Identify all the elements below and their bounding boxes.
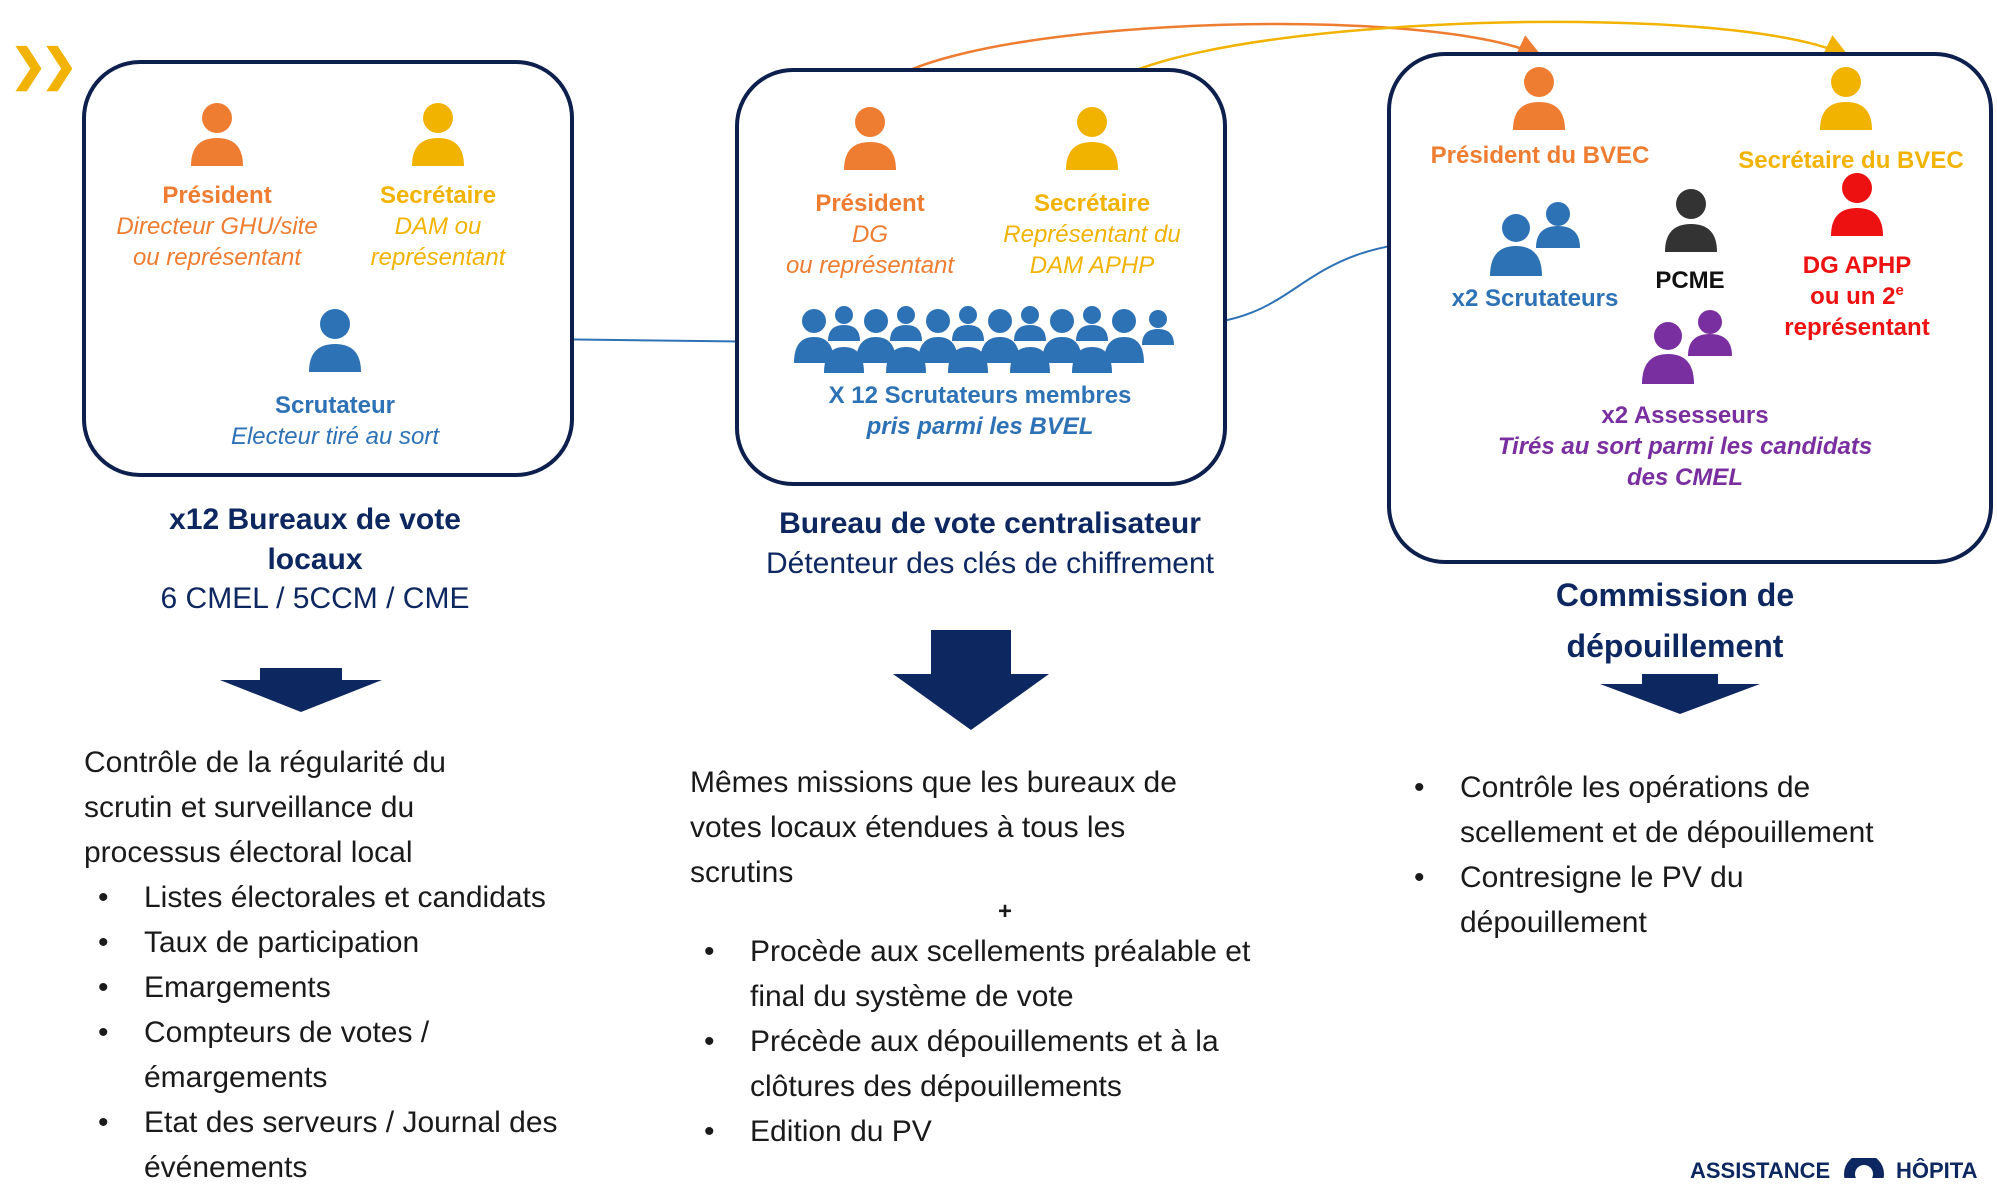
local-secretary-label: Secrétaire DAM ou représentant bbox=[338, 180, 538, 274]
logo-emblem-icon bbox=[1844, 1158, 1884, 1178]
central-president-title: Président bbox=[815, 190, 925, 217]
central-bureau-caption: Bureau de vote centralisateur Détenteur … bbox=[680, 504, 1300, 583]
central-mission-intro-3: scrutins bbox=[690, 856, 794, 889]
commission-caption-line2: dépouillement bbox=[1566, 628, 1784, 665]
central-scrutineers-label: X 12 Scrutateurs membres pris parmi les … bbox=[770, 380, 1190, 442]
central-president-line2: ou représentant bbox=[785, 252, 955, 280]
list-item: Taux de participation bbox=[84, 920, 644, 965]
central-secretary-line1: Représentant du bbox=[1003, 221, 1181, 249]
local-scrutineer-line1: Electeur tiré au sort bbox=[230, 423, 440, 451]
list-item: Précède aux dépouillements et à la clôtu… bbox=[690, 1019, 1320, 1109]
commission-scrutineers-label: x2 Scrutateurs bbox=[1451, 285, 1619, 312]
logo-text-left: ASSISTANCE bbox=[1690, 1158, 1831, 1178]
chevron-icon: ❯❯ bbox=[10, 41, 78, 90]
list-item: Edition du PV bbox=[690, 1109, 1310, 1154]
logo-text-right: HÔPITA bbox=[1896, 1158, 1978, 1178]
local-president-line2: ou représentant bbox=[132, 244, 302, 272]
secretary-person-icon bbox=[412, 103, 464, 166]
central-president-label: Président DG ou représentant bbox=[750, 188, 990, 282]
local-secretary-line1: DAM ou bbox=[394, 213, 482, 241]
commission-secretary-label: Secrétaire du BVEC bbox=[1738, 147, 1964, 174]
scrutineer-person-icon bbox=[309, 309, 361, 372]
central-down-arrow-icon bbox=[893, 630, 1049, 730]
dg-aphp-label: DG APHP ou un 2e représentant bbox=[1767, 250, 1947, 344]
commission-caption: Commission de dépouillement bbox=[1450, 570, 1900, 672]
aphp-logo: ASSISTANCE HÔPITA bbox=[1690, 1158, 1997, 1178]
list-item: Listes électorales et candidats bbox=[84, 875, 644, 920]
central-secretary-person-icon bbox=[1066, 107, 1118, 170]
commission-down-arrow-icon bbox=[1600, 674, 1760, 714]
local-down-arrow-icon bbox=[220, 668, 382, 712]
local-president-title: Président bbox=[162, 182, 272, 209]
dg-aphp-line2: ou un 2e bbox=[1767, 281, 1947, 312]
commission-secretary-person-icon bbox=[1820, 67, 1872, 130]
local-mission-intro-2: scrutin et surveillance du bbox=[84, 791, 415, 824]
central-secretary-title: Secrétaire bbox=[1033, 190, 1151, 217]
local-scrutineer-label: Scrutateur Electeur tiré au sort bbox=[195, 390, 475, 452]
central-mission-list: Procède aux scellements préalable et fin… bbox=[690, 929, 1310, 1154]
commission-mission-text: Contrôle les opérations de scellement et… bbox=[1400, 765, 1970, 945]
dg-aphp-line3: représentant bbox=[1784, 314, 1930, 342]
commission-mission-list: Contrôle les opérations de scellement et… bbox=[1400, 765, 1970, 945]
commission-president-person-icon bbox=[1513, 67, 1565, 130]
scrutineers-group-icon bbox=[794, 306, 1174, 373]
list-item: Contrôle les opérations de scellement et… bbox=[1400, 765, 1960, 855]
assessors-title: x2 Assesseurs bbox=[1601, 402, 1769, 429]
central-bureau-box bbox=[735, 68, 1227, 486]
central-scrutineers-line2: pris parmi les BVEL bbox=[866, 413, 1094, 441]
pcme-person-icon bbox=[1665, 189, 1717, 252]
commission-president-label: Président du BVEC bbox=[1430, 142, 1650, 169]
commission-scrutineers-icon bbox=[1490, 202, 1580, 276]
local-bureaus-caption: x12 Bureaux de vote locaux 6 CMEL / 5CCM… bbox=[80, 500, 550, 619]
central-caption-line2: Détenteur des clés de chiffrement bbox=[765, 546, 1215, 580]
dg-aphp-line2-text: ou un 2 bbox=[1810, 283, 1896, 311]
local-caption-line2: locaux bbox=[267, 542, 363, 576]
central-mission-intro-1: Mêmes missions que les bureaux de bbox=[690, 766, 1177, 799]
central-caption-line1: Bureau de vote centralisateur bbox=[779, 507, 1201, 540]
local-president-line1: Directeur GHU/site bbox=[116, 213, 318, 241]
local-caption-line1: x12 Bureaux de vote bbox=[169, 503, 461, 536]
central-mission-intro-2: votes locaux étendues à tous les bbox=[690, 811, 1126, 844]
list-item: Compteurs de votes / émargements bbox=[84, 1010, 524, 1100]
local-caption-line3: 6 CMEL / 5CCM / CME bbox=[160, 582, 470, 616]
local-mission-text: Contrôle de la régularité du scrutin et … bbox=[84, 740, 644, 1190]
commission-caption-line1: Commission de bbox=[1555, 577, 1795, 613]
dg-aphp-line1: DG APHP bbox=[1802, 252, 1912, 279]
central-secretary-label: Secrétaire Représentant du DAM APHP bbox=[982, 188, 1202, 282]
assessors-line1: Tirés au sort parmi les candidats bbox=[1497, 433, 1873, 461]
list-item: Emargements bbox=[84, 965, 644, 1010]
local-secretary-line2: représentant bbox=[370, 244, 506, 272]
list-item: Etat des serveurs / Journal des événemen… bbox=[84, 1100, 624, 1190]
commission-box bbox=[1387, 52, 1993, 564]
local-mission-intro-1: Contrôle de la régularité du bbox=[84, 746, 446, 779]
local-mission-list: Listes électorales et candidats Taux de … bbox=[84, 875, 644, 1190]
dg-aphp-person-icon bbox=[1831, 173, 1883, 236]
central-president-line1: DG bbox=[852, 221, 888, 249]
local-bureaus-box bbox=[82, 60, 574, 477]
list-item: Procède aux scellements préalable et fin… bbox=[690, 929, 1310, 1019]
assessors-line2: des CMEL bbox=[1626, 464, 1743, 492]
central-secretary-line2: DAM APHP bbox=[1029, 252, 1155, 280]
pcme-label: PCME bbox=[1655, 267, 1725, 294]
local-scrutineer-title: Scrutateur bbox=[274, 392, 396, 419]
local-president-label: Président Directeur GHU/site ou représen… bbox=[92, 180, 342, 274]
central-scrutineers-line1: X 12 Scrutateurs membres bbox=[828, 382, 1132, 409]
list-item: Contresigne le PV du dépouillement bbox=[1400, 855, 1800, 945]
assessors-icon bbox=[1642, 310, 1732, 384]
central-president-person-icon bbox=[844, 107, 896, 170]
dg-aphp-line2-sup: e bbox=[1895, 282, 1904, 300]
local-mission-intro-3: processus électoral local bbox=[84, 836, 413, 869]
local-secretary-title: Secrétaire bbox=[379, 182, 497, 209]
president-person-icon bbox=[191, 103, 243, 166]
central-mission-plus: + bbox=[997, 898, 1012, 925]
central-mission-text: Mêmes missions que les bureaux de votes … bbox=[690, 760, 1310, 1154]
assessors-label: x2 Assesseurs Tirés au sort parmi les ca… bbox=[1450, 400, 1920, 494]
